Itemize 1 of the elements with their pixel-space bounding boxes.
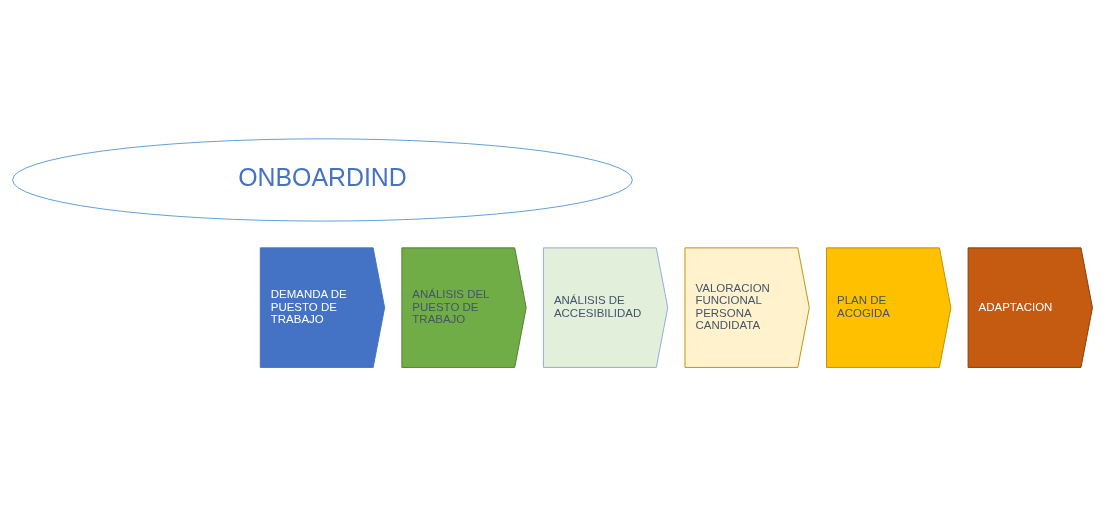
node-ellipse: ONBOARDIND xyxy=(12,137,633,222)
